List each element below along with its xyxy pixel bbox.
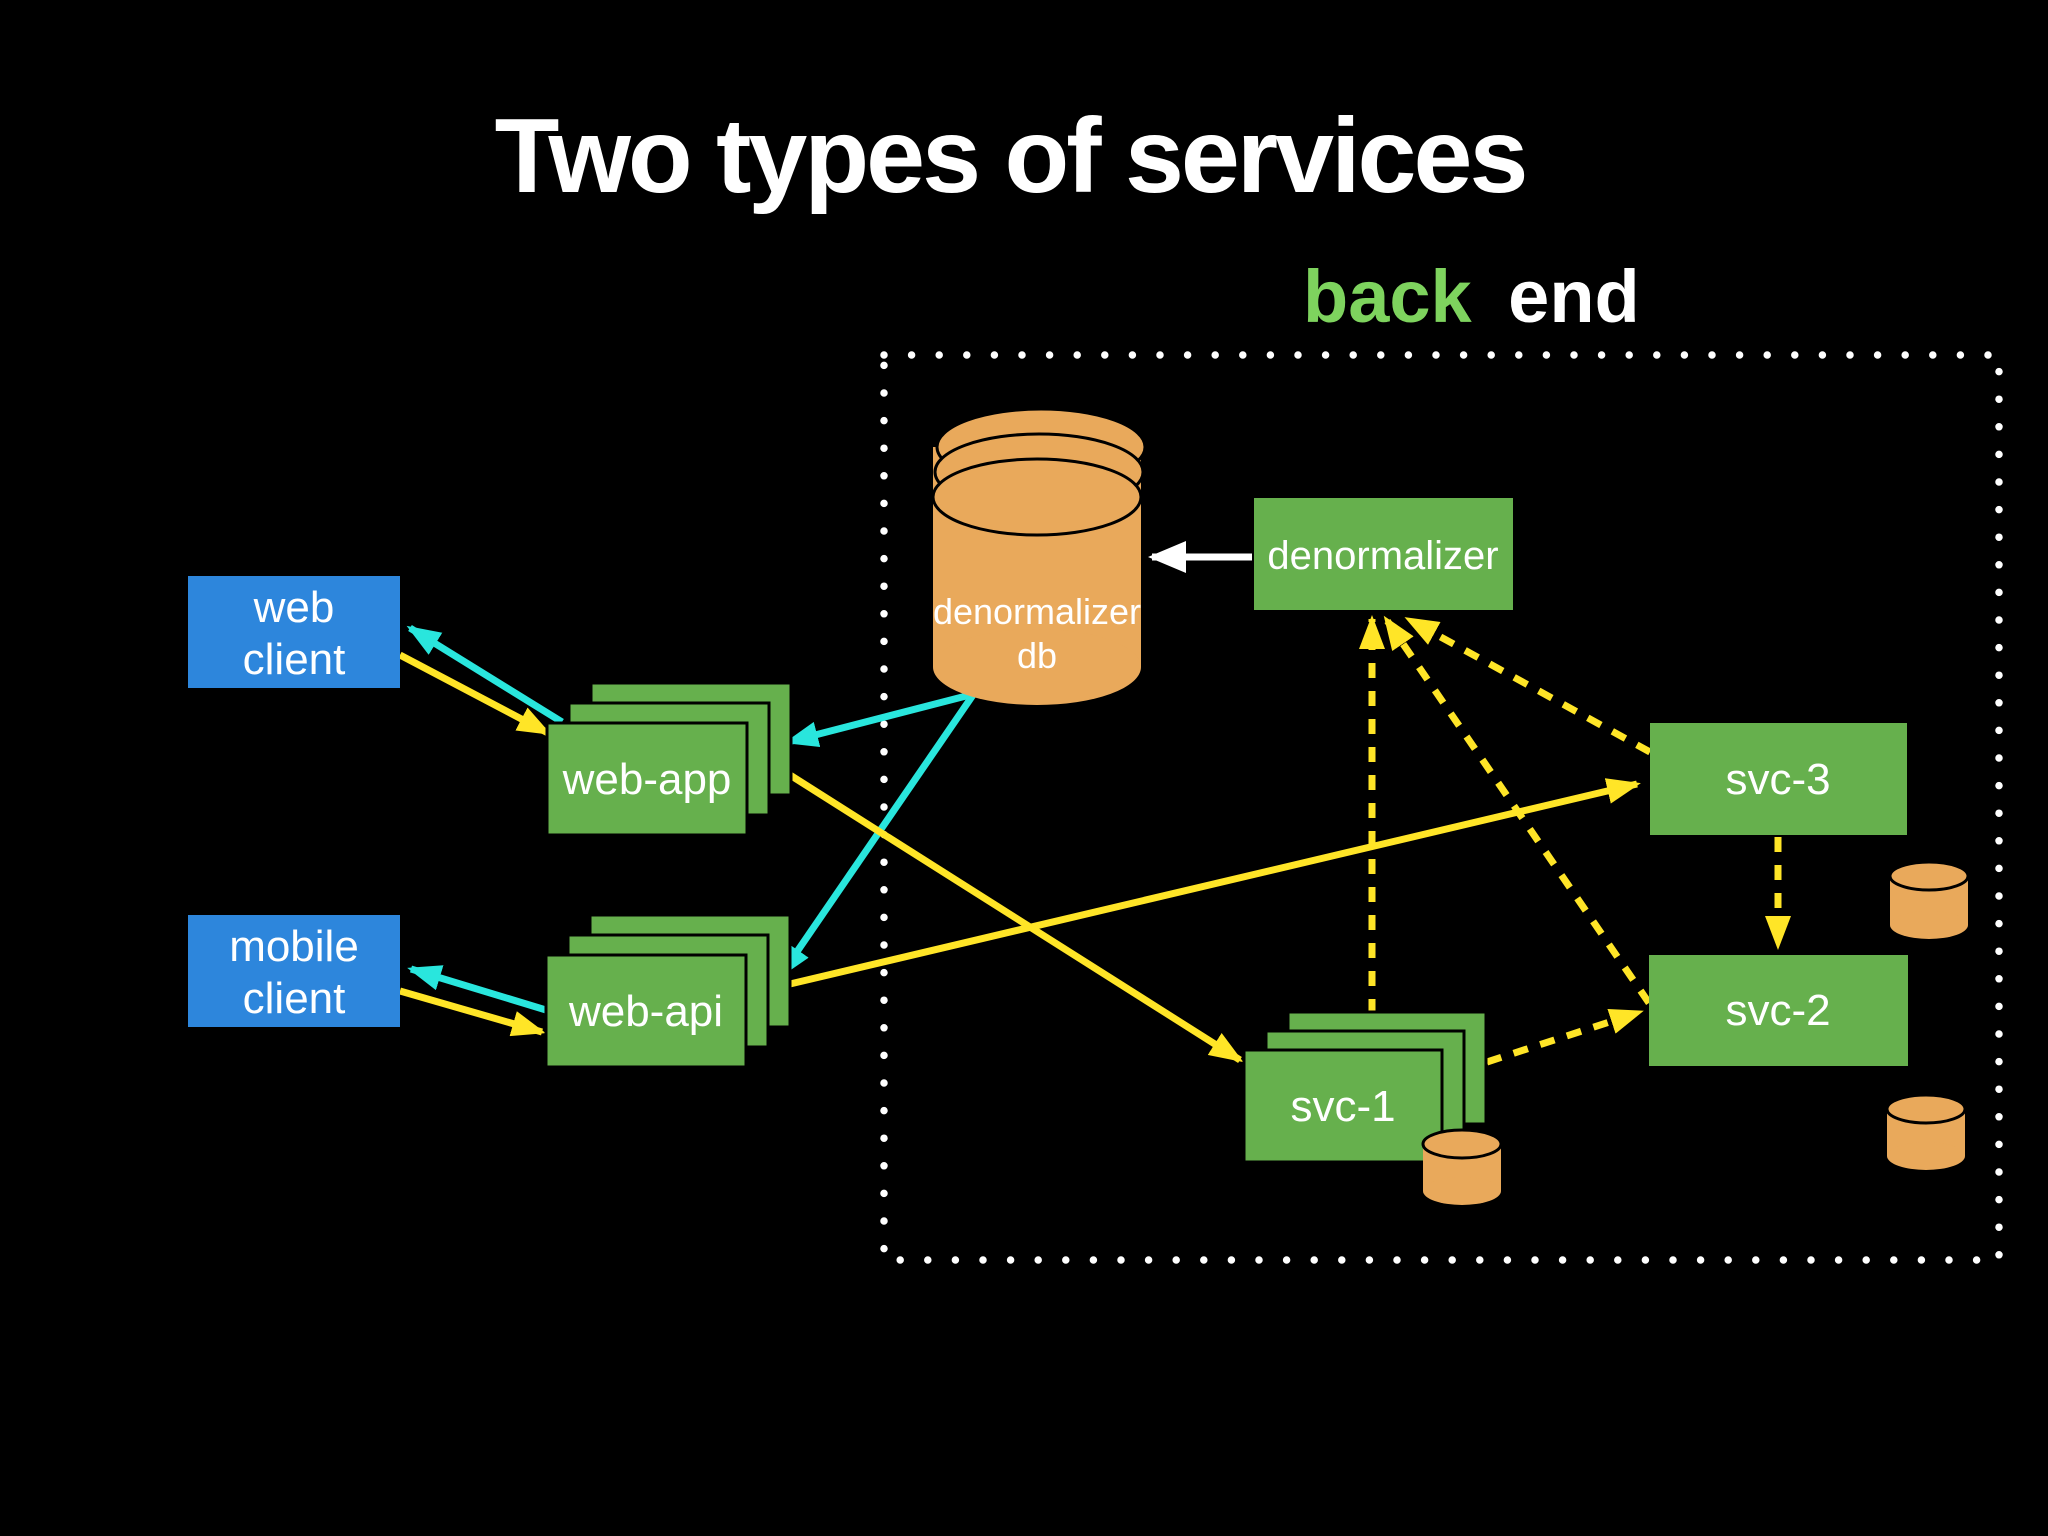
svc-2-db-top (1885, 1093, 1967, 1125)
svc-3-label: svc-3 (1725, 755, 1830, 804)
svc-3-db-top (1888, 860, 1970, 892)
web-api-box-front (544, 953, 748, 1069)
svc-2-db-bottom (1887, 1142, 1965, 1170)
page-title: Two types of services (495, 97, 1526, 215)
yellow-arrow-mobileclient-to-webapi (399, 987, 546, 1037)
denormalizer-db-label-line2: db (1017, 635, 1057, 676)
web-app-label: web-app (562, 755, 732, 804)
backend-region-label: back end (1303, 255, 1640, 339)
svc-1-db-cylinder (1421, 1128, 1503, 1205)
svc-3-db-bottom (1890, 911, 1968, 939)
backend-region-border (880, 351, 2003, 1264)
cyan-arrow-db-to-webapi (778, 693, 976, 979)
mobile-client-label-line1: mobile (229, 922, 359, 971)
web-app-stack (545, 681, 793, 837)
svc-2-box (1649, 955, 1908, 1066)
mobile-client-label-line2: client (243, 974, 346, 1023)
cyan-arrow-webapp-to-webclient (406, 625, 564, 725)
cyan-arrow-db-to-webapp (784, 691, 971, 748)
db-bottom-cap (933, 629, 1141, 705)
web-client-label-line1: web (253, 583, 335, 632)
mobile-client-box (188, 915, 400, 1027)
backend-label-back: back (1303, 255, 1473, 338)
cyan-arrow-webapi-to-mobileclient (407, 965, 548, 1014)
denormalizer-db-label-line1: denormalizer (933, 591, 1141, 632)
dashed-arrow-svc1-to-svc2 (1485, 1008, 1644, 1066)
dashed-arrow-svc2-to-denormalizer (1383, 615, 1652, 1005)
web-client-box (188, 576, 400, 688)
web-client-label-line2: client (243, 635, 346, 684)
svc-1-stack (1242, 1010, 1488, 1164)
db-top-ellipse-front (931, 457, 1143, 537)
yellow-arrow-webclient-to-webapp (398, 651, 552, 737)
svc-3-db-cylinder (1888, 860, 1970, 939)
svc-1-db-bottom (1423, 1177, 1501, 1205)
web-api-stack (544, 913, 792, 1069)
web-api-label: web-api (568, 987, 723, 1036)
svc-2-db-cylinder (1885, 1093, 1967, 1170)
svc-3-box (1650, 723, 1907, 835)
svc-1-db-top (1421, 1128, 1503, 1160)
web-app-box-front (545, 721, 749, 837)
yellow-arrow-webapi-to-svc3 (789, 778, 1641, 988)
denormalizer-label: denormalizer (1267, 534, 1498, 578)
denormalizer-box (1254, 498, 1513, 610)
svc-1-box-front (1242, 1048, 1444, 1164)
yellow-arrow-webapp-to-svc1 (788, 772, 1244, 1063)
denormalizer-db-cylinder (931, 407, 1147, 705)
dashed-arrow-svc3-to-denormalizer (1404, 615, 1652, 756)
backend-label-end: end (1508, 255, 1640, 338)
svc-2-label: svc-2 (1725, 986, 1830, 1035)
svc-1-label: svc-1 (1290, 1082, 1395, 1131)
